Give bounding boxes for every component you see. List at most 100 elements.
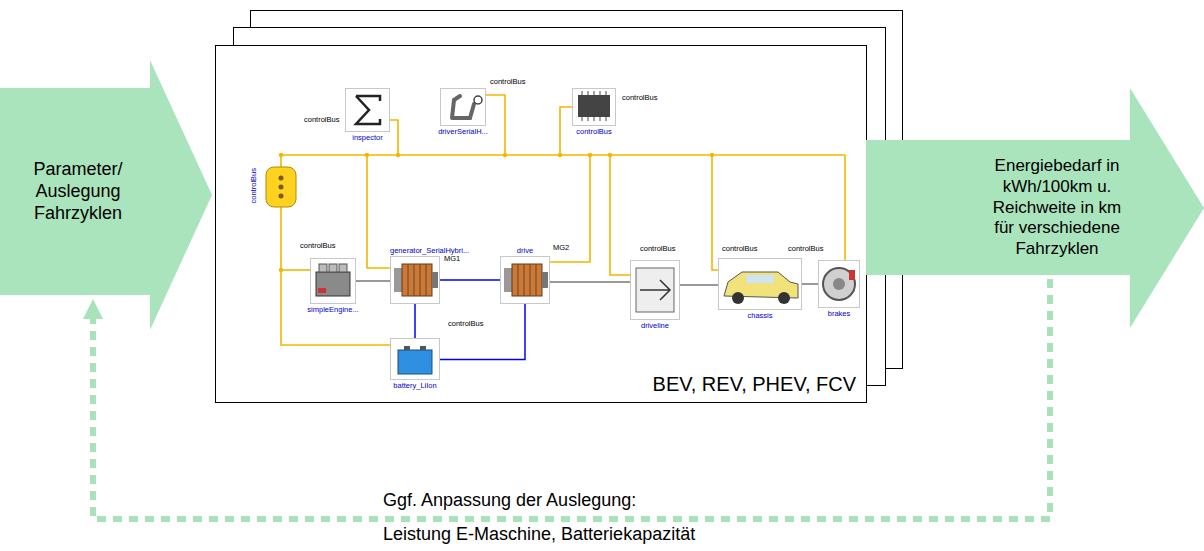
driveline-icon-part [640, 280, 670, 300]
input-arrow: Parameter/ Auslegung Fahrzyklen [0, 60, 212, 330]
bus-junctions-part [608, 153, 612, 157]
signal-label: controlBus [490, 78, 525, 87]
control-bus-wires-part [390, 120, 398, 155]
block-name: controlBus [250, 168, 258, 203]
arrow-text: Energiebedarf in kWh/100km u. Reichweite… [984, 156, 1130, 260]
battery-icon-part [404, 346, 410, 350]
bus-junctions-part [396, 153, 400, 157]
signal-label: controlBus [304, 116, 339, 125]
back-panels [215, 11, 903, 404]
control-bus-wires-part [281, 207, 390, 345]
connection-wire [414, 304, 416, 338]
control-bus-wires-part [610, 155, 630, 275]
signal-label: MG2 [553, 244, 569, 253]
motor-icon-part [518, 264, 536, 296]
signal-label: controlBus [640, 245, 675, 254]
generator-icon-part [432, 272, 438, 288]
arrow-outline [866, 88, 1204, 328]
battery-icon [398, 346, 432, 374]
bus-connector-icon-part [279, 194, 284, 199]
bus-junctions-part [588, 153, 592, 157]
generator-icon-part [394, 268, 402, 292]
motor-block: drive [500, 256, 550, 304]
driver-icon-part [452, 96, 474, 118]
control-bus-wires-part [712, 155, 718, 270]
bus-connector-icon [266, 167, 296, 207]
battery-icon-part [398, 350, 432, 374]
output-arrow: Energiebedarf in kWh/100km u. Reichweite… [866, 88, 1204, 333]
connection-wire [550, 281, 630, 283]
motor-icon-part [512, 264, 542, 296]
motor-icon-part [504, 268, 512, 292]
variant-caption: BEV, REV, PHEV, FCV [653, 373, 856, 396]
engine-icon-part [339, 264, 347, 272]
bus-connector-icon-part [279, 176, 284, 181]
block-name: chassis [747, 312, 772, 320]
bus-junctions-part [279, 268, 283, 272]
car-icon-part [732, 292, 744, 304]
brake-icon-part [849, 270, 855, 280]
car-icon [724, 272, 798, 304]
driveline-icon-part [636, 268, 674, 312]
back-panels-part [215, 45, 867, 403]
bus-junctions-part [558, 153, 562, 157]
bus-junctions-part [279, 153, 283, 157]
inspector-block: inspector [345, 88, 390, 132]
controller-icon [578, 91, 610, 121]
driver-icon-part [474, 96, 482, 104]
connection-wire [680, 284, 718, 286]
control-bus-wires-part [281, 269, 310, 271]
driveline-icon [636, 268, 674, 312]
generator-icon-part [402, 264, 432, 296]
signal-label: MG1 [444, 255, 460, 264]
bus-connector: controlBus [264, 165, 298, 209]
bus-connector-icon-part [279, 185, 284, 190]
connection-wire [440, 279, 500, 281]
generator-icon-part [408, 264, 426, 296]
control-bus-wires-part [550, 155, 590, 262]
connection-wire [356, 280, 390, 282]
generator-block: generator_SerialHybri... [390, 256, 440, 304]
chassis-block: chassis [718, 258, 802, 310]
bus-junctions-part [710, 153, 714, 157]
driveline-block: driveline [630, 260, 680, 320]
motor-icon-part [542, 272, 548, 288]
inspector-icon-part [356, 96, 380, 124]
controller-block: controlBus [572, 88, 616, 126]
engine-icon-part [318, 288, 326, 293]
engine-icon-part [316, 272, 350, 296]
block-name: brakes [828, 310, 851, 318]
control-bus-wires-part [560, 107, 572, 155]
brake-icon [823, 268, 855, 300]
control-bus-wires [281, 95, 845, 345]
connection-wire [440, 304, 525, 360]
car-icon-part [746, 275, 774, 283]
brake-icon-part [833, 278, 845, 290]
driver-icon [452, 96, 482, 118]
motor-icon [504, 264, 548, 296]
controller-icon-part [582, 91, 606, 121]
engine-icon-part [329, 264, 337, 272]
bus-connector-icon-part [266, 167, 296, 207]
inspector-icon [356, 96, 380, 124]
battery-block: battery_LiIon [390, 338, 440, 380]
block-name: controlBus [576, 128, 611, 136]
arrow-outline [0, 60, 212, 330]
driver-block: driverSerialH... [440, 88, 486, 126]
control-bus-wires-part [486, 95, 505, 155]
engine-block: simpleEngine... [310, 258, 356, 304]
brake-icon-part [823, 268, 855, 300]
engine-icon-part [319, 264, 327, 272]
bus-junctions-part [365, 153, 369, 157]
feedback-note: Ggf. Anpassung der Auslegung: [383, 490, 636, 511]
block-name: driverSerialH... [438, 128, 488, 136]
car-icon-part [778, 292, 790, 304]
battery-icon-part [420, 346, 426, 350]
control-bus-wires-part [844, 155, 846, 260]
bus-junctions-part [503, 153, 507, 157]
block-name: inspector [352, 134, 382, 142]
signal-label: controlBus [722, 245, 757, 254]
bus-junctions [279, 153, 714, 272]
